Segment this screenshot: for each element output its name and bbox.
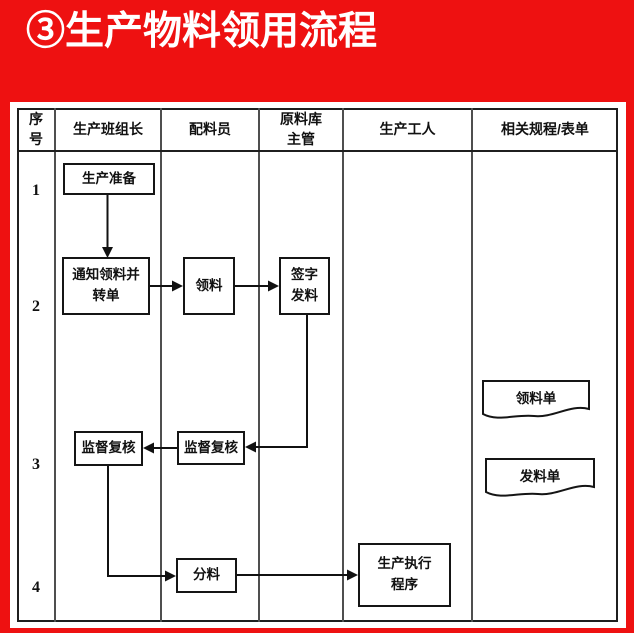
- column-divider: [54, 108, 56, 622]
- node-sign-and-issue: 签字 发料: [279, 257, 330, 315]
- document-shape-icon: [485, 458, 595, 497]
- node-production-exec-procedure: 生产执行 程序: [358, 543, 451, 607]
- node-supervise-review-leader: 监督复核: [74, 431, 143, 466]
- header-production-worker: 生产工人: [379, 121, 436, 138]
- doc-issue-label: 发料单: [519, 469, 561, 484]
- node-notify-and-transfer: 通知领料并 转单: [62, 257, 150, 315]
- doc-issue-form: 发料单: [485, 458, 595, 502]
- header-warehouse-supervisor: 原料库 主管: [280, 111, 322, 147]
- header-related-forms: 相关规程/表单: [501, 121, 589, 138]
- header-seq: 序 号: [29, 111, 43, 147]
- column-divider: [471, 108, 473, 622]
- node-supervise-review-batcher: 监督复核: [177, 431, 245, 465]
- column-divider: [258, 108, 260, 622]
- header-underline: [17, 150, 618, 152]
- header-batcher: 配料员: [189, 121, 231, 138]
- row-number-4: 4: [32, 579, 40, 596]
- node-production-prep: 生产准备: [63, 163, 155, 195]
- row-number-3: 3: [32, 456, 40, 473]
- page-title: ③生产物料领用流程: [26, 10, 378, 53]
- table-outer-border: [17, 108, 618, 622]
- document-shape-icon: [482, 380, 590, 419]
- row-number-1: 1: [32, 182, 40, 199]
- doc-requisition-form: 领料单: [482, 380, 590, 424]
- node-split-material: 分料: [176, 558, 237, 593]
- column-divider: [342, 108, 344, 622]
- header-team-leader: 生产班组长: [73, 121, 143, 138]
- column-divider: [160, 108, 162, 622]
- node-material-pick: 领料: [183, 257, 235, 315]
- row-number-2: 2: [32, 298, 40, 315]
- doc-requisition-label: 领料单: [515, 391, 557, 406]
